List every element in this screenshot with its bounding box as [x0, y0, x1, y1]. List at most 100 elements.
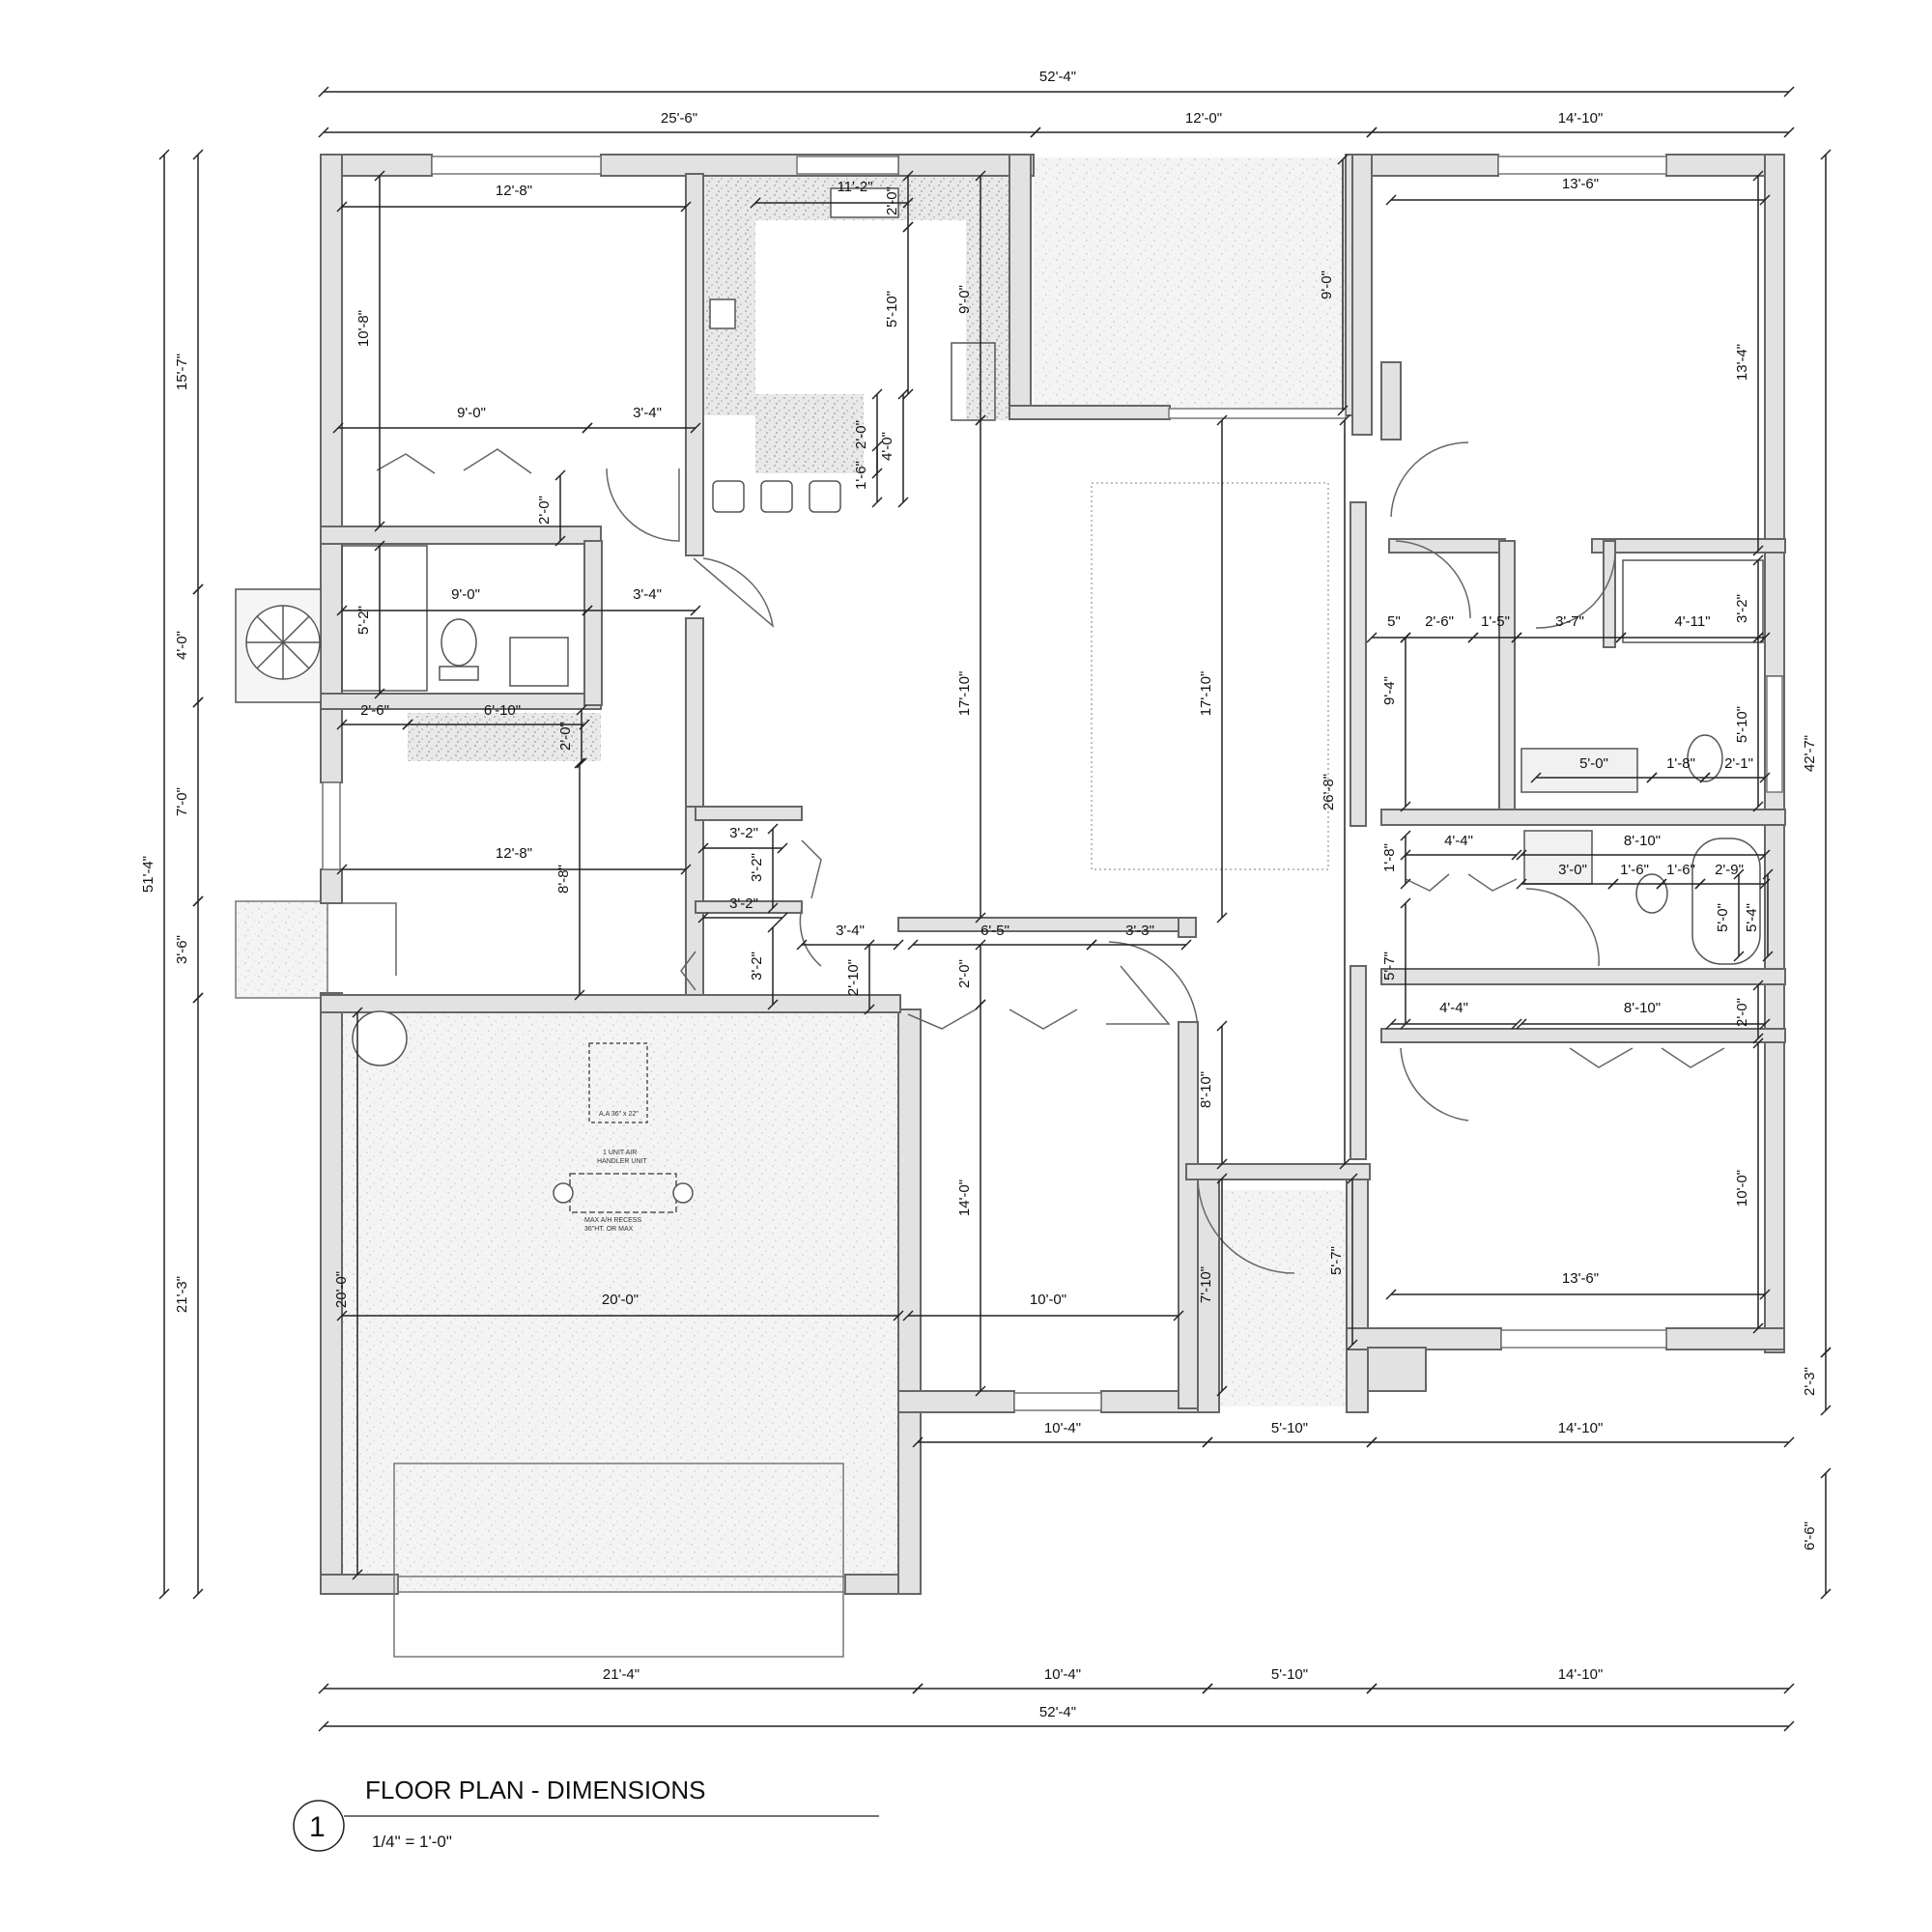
dimension-tick	[871, 388, 883, 400]
dimension-tick	[690, 605, 701, 616]
garage-floor	[340, 1010, 900, 1592]
dimension-tick	[1762, 868, 1774, 880]
dimension-kitchen-c: 9'-0"	[956, 170, 986, 426]
wall-closet-top	[695, 806, 803, 821]
dimension-tick	[871, 440, 883, 452]
dimension-tick	[864, 939, 875, 951]
dimension-tick	[697, 912, 709, 923]
dimension-label: 25'-6"	[661, 110, 697, 127]
dimension-tick	[1783, 127, 1795, 138]
dimension-room-h: 8'-8"	[555, 757, 585, 1001]
dimension-tick	[1400, 878, 1411, 890]
dimension-tick	[1759, 1289, 1771, 1300]
dimension-label: 17'-10"	[956, 671, 973, 717]
dimension-label: 3'-3"	[1125, 923, 1154, 939]
dimension-label: 2'-0"	[536, 496, 553, 525]
dimension-tick	[1820, 1347, 1832, 1358]
dimension-bath2-i: 5'-4"	[1744, 868, 1774, 962]
dimension-tick	[1694, 878, 1706, 890]
dimension-bot-a: 21'-4"	[318, 1666, 923, 1694]
wall-bed2-right-top	[1178, 917, 1197, 938]
dimension-closet-c: 3'-2"	[697, 895, 788, 923]
dimension-tick	[318, 1683, 329, 1694]
dimension-tick	[576, 757, 587, 769]
dimension-label: 14'-10"	[1558, 1420, 1604, 1436]
porch-left	[235, 900, 328, 999]
dimension-tick	[902, 170, 914, 182]
dimension-tick	[1511, 632, 1522, 643]
dimension-bed3-a: 8'-10"	[1516, 1000, 1771, 1030]
bifold	[1569, 1047, 1725, 1068]
dimension-foyer-b: 7'-10"	[1198, 1173, 1228, 1397]
dimension-bath1-w: 9'-0"	[336, 586, 593, 616]
dimension-label: 2'-3"	[1802, 1367, 1818, 1396]
dimension-tick	[374, 521, 385, 532]
dimension-bed1-w: 12'-8"	[336, 183, 692, 213]
dimension-tick	[1516, 878, 1527, 890]
dimension-label: 12'-8"	[496, 845, 532, 862]
dimension-label: 52'-4"	[1039, 1704, 1076, 1720]
dimension-label: 7'-0"	[174, 787, 190, 816]
window-bed1	[431, 156, 602, 175]
dimension-label: 6'-5"	[980, 923, 1009, 939]
wall-bed3-top	[1380, 1028, 1786, 1043]
living-rug	[1091, 482, 1329, 870]
toilet-tank-bath1	[439, 666, 479, 681]
dimension-tick	[912, 1683, 923, 1694]
dimension-mb-e: 4'-11"	[1615, 613, 1771, 643]
notes: A.A 36" x 22" 1 UNIT AIR HANDLER UNIT MA…	[584, 1111, 647, 1233]
dimension-tick	[975, 1385, 986, 1397]
dimension-tick	[1339, 414, 1350, 426]
dimension-label: 4'-4"	[1444, 833, 1473, 849]
shower-master	[1622, 559, 1764, 643]
dimension-tick	[1752, 1033, 1764, 1044]
dimension-tick	[554, 535, 566, 547]
dimension-bed3-h: 10'-0"	[1734, 1037, 1764, 1334]
dimension-tick	[1759, 772, 1771, 783]
dimension-label: 8'-8"	[555, 865, 572, 894]
dimension-label: 5'-7"	[1328, 1246, 1345, 1275]
dimension-tick	[332, 422, 344, 434]
dimension-tick	[318, 1720, 329, 1732]
dimension-bath1-x: 3'-4"	[582, 586, 701, 616]
dimension-kitchen-a: 2'-0"	[884, 170, 914, 233]
air-handler-note: HANDLER UNIT	[597, 1158, 647, 1165]
dimension-tick	[1759, 849, 1771, 861]
wall-hall-left	[1350, 501, 1367, 827]
dimension-tick	[902, 388, 914, 400]
vanity-master	[1520, 748, 1638, 793]
toilet-master	[1687, 734, 1723, 782]
dimension-tick	[336, 605, 348, 616]
attic-access-note: A.A 36" x 22"	[599, 1111, 639, 1118]
dimension-label: 3'-0"	[1558, 862, 1587, 878]
dimension-label: 21'-4"	[603, 1666, 639, 1683]
dimension-tick	[1216, 912, 1228, 923]
wall-garage-top	[320, 994, 901, 1013]
dimension-closet1-w: 9'-0"	[332, 405, 593, 434]
dimension-label: 11'-2"	[837, 179, 872, 195]
dimension-label: 13'-6"	[1562, 1270, 1599, 1287]
title-scale: 1/4" = 1'-0"	[372, 1833, 452, 1851]
dimension-tick	[1759, 1018, 1771, 1030]
dimension-tick	[318, 86, 329, 98]
dimension-laundry-b: 6'-10"	[402, 702, 590, 730]
dimension-label: 13'-4"	[1734, 344, 1750, 381]
dimension-tick	[1820, 1467, 1832, 1479]
wall-exterior-left-b	[320, 868, 343, 904]
dimension-bot-c: 5'-10"	[1202, 1666, 1378, 1694]
dimension-bed2-a: 6'-5"	[907, 923, 1097, 951]
dimension-tick	[352, 1007, 363, 1018]
dimension-kitchen-f: 1'-6"	[853, 440, 883, 508]
dimension-tick	[1366, 1436, 1378, 1448]
patio-floor	[1034, 157, 1348, 411]
dimension-label: 9'-0"	[1319, 270, 1335, 299]
dimension-tick	[1511, 1018, 1522, 1030]
dimension-tick	[777, 912, 788, 923]
dimension-tick	[374, 540, 385, 552]
dimension-tick	[1699, 772, 1711, 783]
dimension-tick	[975, 912, 986, 923]
bifold	[907, 1009, 1078, 1030]
dimension-tick	[582, 422, 593, 434]
dimension-hall2-b: 4'-4"	[1385, 1000, 1522, 1030]
dimension-closet1-d: 2'-0"	[536, 469, 566, 547]
